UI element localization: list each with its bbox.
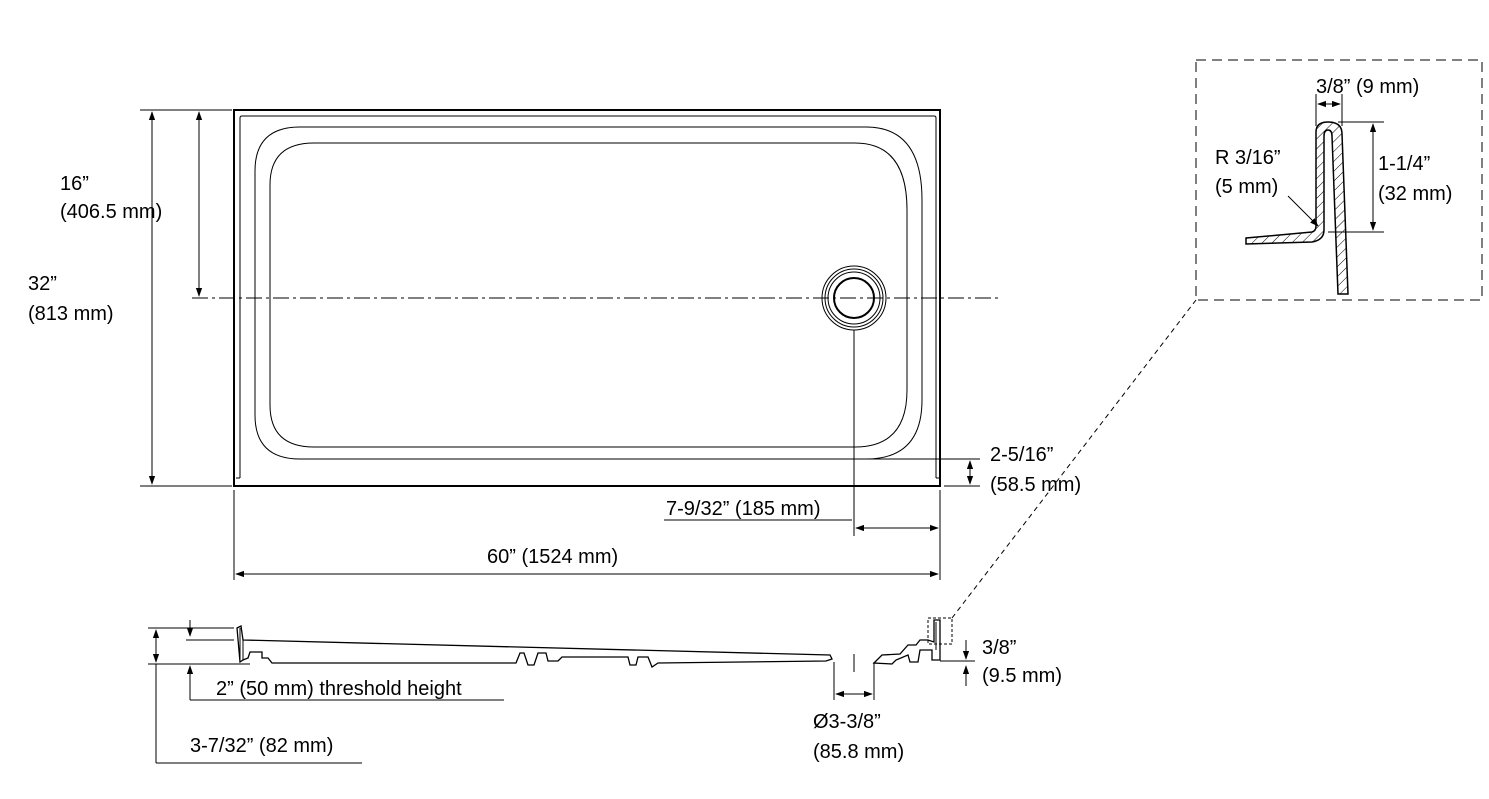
dim-drain-diameter: Ø3-3/8” (85.8 mm) — [813, 662, 904, 763]
base-section-right — [872, 619, 941, 665]
width-mm: (813 mm) — [28, 303, 114, 325]
drain-inset-in: 2-5/16” — [990, 444, 1053, 466]
drain-inset-mm: (58.5 mm) — [990, 474, 1081, 496]
dim-drain-offset: 7-9/32” (185 mm) — [664, 490, 941, 580]
drain-offset: 7-9/32” (185 mm) — [666, 498, 821, 520]
flange-thickness: 3/8” (9 mm) — [1316, 76, 1419, 98]
radius-in: R 3/16” — [1215, 147, 1281, 169]
basin-inner — [269, 142, 908, 448]
flange-profile — [1245, 121, 1349, 295]
dim-width: 16” (406.5 mm) 32” (813 mm) — [28, 109, 232, 487]
length: 60” (1524 mm) — [487, 546, 618, 568]
flange-detail: 3/8” (9 mm) 1-1/4” (32 mm) R 3/16” (5 mm… — [1195, 59, 1483, 301]
drain-diameter-in: Ø3-3/8” — [813, 711, 881, 733]
flange-height-mm: (9.5 mm) — [982, 665, 1062, 687]
dim-heights: 3-7/32” (82 mm) 2” (50 mm) threshold hei… — [148, 620, 504, 764]
dim-flange-height: 3/8” (9.5 mm) — [940, 637, 1062, 687]
radius-mm: (5 mm) — [1215, 176, 1278, 198]
dim-length: 60” (1524 mm) — [233, 490, 939, 580]
half-width-mm: (406.5 mm) — [60, 201, 162, 223]
flange-rise-in: 1-1/4” — [1378, 153, 1430, 175]
half-width-in: 16” — [60, 173, 89, 195]
section-view — [236, 617, 953, 672]
detail-leader — [951, 299, 1197, 619]
flange-height-in: 3/8” — [982, 637, 1016, 659]
threshold-height: 2” (50 mm) threshold height — [216, 678, 462, 700]
width-in: 32” — [28, 273, 57, 295]
flange-line — [239, 115, 937, 478]
detail-callout-box — [927, 617, 953, 645]
flange-rise-mm: (32 mm) — [1378, 183, 1452, 205]
detail-frame — [1195, 59, 1483, 301]
base-section-left — [236, 625, 833, 668]
plan-view — [192, 109, 1000, 536]
overall-height: 3-7/32” (82 mm) — [190, 735, 333, 757]
drain-diameter-mm: (85.8 mm) — [813, 741, 904, 763]
dim-drain-inset: 2-5/16” (58.5 mm) — [862, 444, 1081, 496]
